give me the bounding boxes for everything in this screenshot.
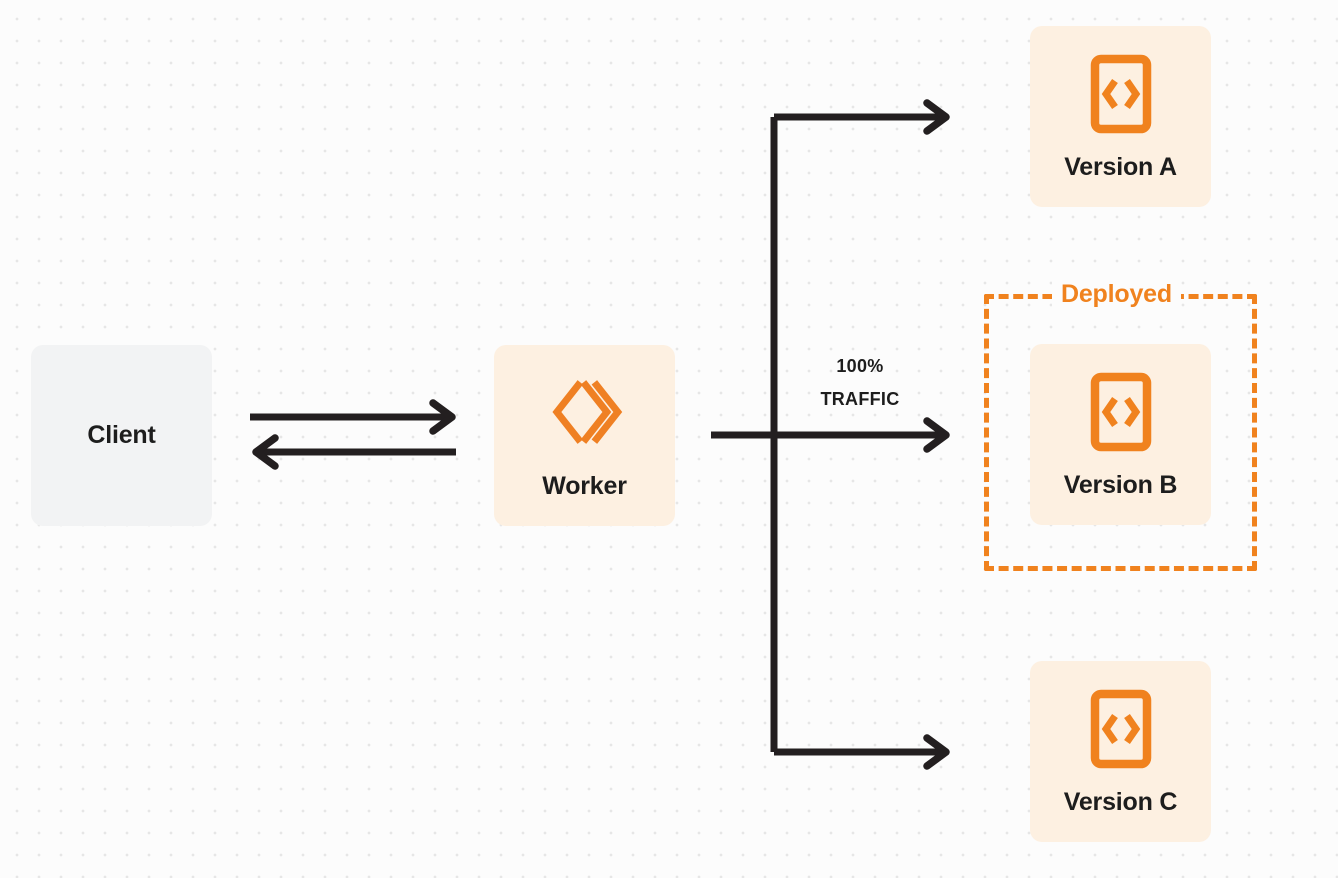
worker-label: Worker (542, 471, 627, 500)
node-version-a[interactable]: Version A (1030, 26, 1211, 207)
traffic-annotation: 100% TRAFFIC (782, 350, 938, 416)
cloudflare-workers-logo-icon (546, 373, 624, 456)
node-version-b[interactable]: Version B (1030, 344, 1211, 525)
connector-worker-to-version-a (774, 99, 950, 135)
version-b-label: Version B (1063, 470, 1178, 499)
connector-client-to-worker (250, 399, 456, 435)
connector-worker-to-version-b (711, 417, 950, 453)
connector-worker-to-client (252, 434, 456, 470)
code-file-icon (1090, 689, 1152, 774)
node-client[interactable]: Client (31, 345, 212, 526)
deployed-group-label: Deployed (1052, 279, 1181, 309)
node-worker[interactable]: Worker (494, 345, 675, 526)
version-a-label: Version A (1064, 152, 1177, 181)
traffic-caption: TRAFFIC (820, 389, 900, 409)
version-c-label: Version C (1063, 787, 1178, 816)
node-version-c[interactable]: Version C (1030, 661, 1211, 842)
code-file-icon (1090, 372, 1152, 457)
code-file-icon (1090, 54, 1152, 139)
client-label: Client (87, 421, 156, 449)
traffic-percent: 100% (836, 356, 884, 376)
connector-worker-to-version-c (774, 734, 950, 770)
